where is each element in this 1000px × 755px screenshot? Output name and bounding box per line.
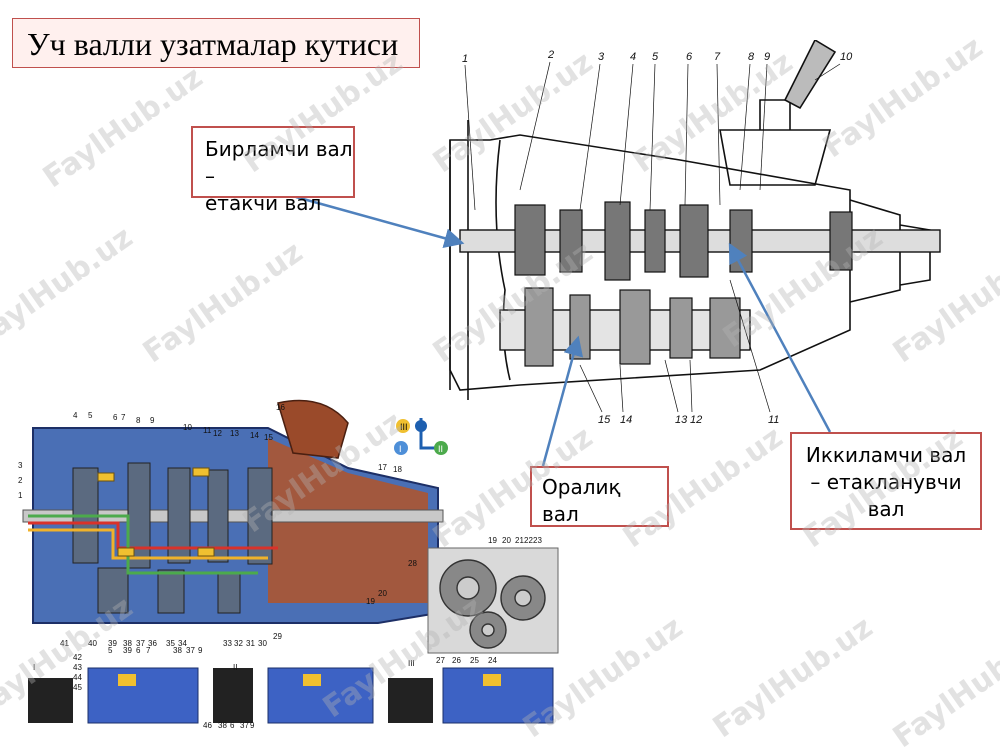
callout-secondary-shaft: Иккиламчи вал – етакланувчи вал: [790, 432, 982, 530]
svg-text:III: III: [408, 659, 415, 668]
svg-text:I: I: [399, 444, 402, 454]
svg-text:18: 18: [393, 465, 402, 474]
svg-text:6: 6: [230, 721, 235, 730]
svg-text:4: 4: [73, 411, 78, 420]
svg-text:6: 6: [136, 646, 141, 655]
svg-text:28: 28: [408, 559, 417, 568]
svg-text:38: 38: [173, 646, 182, 655]
svg-text:17: 17: [378, 463, 387, 472]
svg-text:26: 26: [452, 656, 461, 665]
svg-text:22: 22: [524, 536, 533, 545]
callout-primary-shaft: Бирламчи вал – етакчи вал: [191, 126, 355, 215]
svg-text:12: 12: [690, 414, 702, 426]
svg-text:2: 2: [18, 476, 23, 485]
svg-text:36: 36: [148, 639, 157, 648]
svg-text:II: II: [233, 663, 237, 672]
svg-text:11: 11: [203, 426, 212, 435]
callout-secondary-line-1: Иккиламчи вал: [805, 443, 967, 467]
svg-text:45: 45: [73, 683, 82, 692]
callout-primary-line-2: етакчи вал: [205, 191, 322, 215]
svg-text:4: 4: [630, 51, 636, 63]
svg-text:10: 10: [840, 51, 853, 63]
arrow-secondary-shaft: [728, 242, 832, 433]
svg-text:I: I: [33, 663, 35, 672]
svg-text:39: 39: [123, 646, 132, 655]
svg-text:7: 7: [714, 51, 721, 63]
svg-text:5: 5: [652, 51, 659, 63]
svg-text:25: 25: [470, 656, 479, 665]
svg-text:5: 5: [108, 646, 113, 655]
svg-text:1: 1: [462, 53, 468, 65]
svg-text:20: 20: [502, 536, 511, 545]
svg-text:3: 3: [18, 461, 23, 470]
svg-text:40: 40: [88, 639, 97, 648]
svg-text:13: 13: [675, 414, 688, 426]
svg-text:44: 44: [73, 673, 82, 682]
callout-intermediate-shaft: Оралиқ вал: [530, 466, 669, 527]
svg-text:37: 37: [136, 639, 145, 648]
svg-text:16: 16: [276, 403, 285, 412]
svg-text:46: 46: [203, 721, 212, 730]
svg-text:2: 2: [547, 49, 554, 61]
svg-text:32: 32: [234, 639, 243, 648]
svg-text:5: 5: [88, 411, 93, 420]
svg-text:42: 42: [73, 653, 82, 662]
svg-text:21: 21: [515, 536, 524, 545]
svg-text:43: 43: [73, 663, 82, 672]
svg-text:14: 14: [250, 431, 259, 440]
svg-text:37: 37: [186, 646, 195, 655]
slide-title: Уч валли узатмалар кутиси: [27, 26, 399, 62]
svg-text:III: III: [400, 422, 408, 432]
svg-text:9: 9: [764, 51, 770, 63]
slide-title-box: Уч валли узатмалар кутиси: [12, 18, 420, 68]
svg-text:14: 14: [620, 414, 632, 426]
svg-text:9: 9: [150, 416, 155, 425]
svg-text:7: 7: [146, 646, 151, 655]
svg-text:38: 38: [123, 639, 132, 648]
callout-intermediate-line-1: Оралиқ: [542, 475, 621, 499]
svg-text:15: 15: [598, 414, 611, 426]
callout-primary-line-1: Бирламчи вал –: [205, 137, 353, 188]
svg-text:30: 30: [258, 639, 267, 648]
callout-intermediate-line-2: вал: [542, 502, 579, 526]
svg-text:6: 6: [686, 51, 693, 63]
svg-text:41: 41: [60, 639, 69, 648]
svg-text:8: 8: [136, 416, 141, 425]
svg-text:7: 7: [121, 413, 126, 422]
svg-text:15: 15: [264, 433, 273, 442]
svg-text:13: 13: [230, 429, 239, 438]
svg-text:10: 10: [183, 423, 192, 432]
svg-text:35: 35: [166, 639, 175, 648]
svg-text:9: 9: [250, 721, 255, 730]
svg-text:19: 19: [488, 536, 497, 545]
svg-text:24: 24: [488, 656, 497, 665]
svg-text:27: 27: [436, 656, 445, 665]
callout-secondary-line-3: вал: [867, 497, 905, 521]
callout-secondary-line-2: – етакланувчи: [810, 470, 962, 494]
svg-text:31: 31: [246, 639, 255, 648]
svg-text:38: 38: [218, 721, 227, 730]
svg-text:37: 37: [240, 721, 249, 730]
svg-text:11: 11: [768, 414, 779, 426]
arrow-primary-shaft: [295, 195, 465, 248]
svg-text:19: 19: [366, 597, 375, 606]
svg-text:6: 6: [113, 413, 118, 422]
svg-text:39: 39: [108, 639, 117, 648]
svg-text:8: 8: [748, 51, 755, 63]
svg-text:34: 34: [178, 639, 187, 648]
svg-text:33: 33: [223, 639, 232, 648]
svg-text:9: 9: [198, 646, 203, 655]
svg-text:II: II: [438, 444, 443, 454]
svg-text:12: 12: [213, 429, 222, 438]
svg-text:23: 23: [533, 536, 542, 545]
svg-text:29: 29: [273, 632, 282, 641]
svg-text:20: 20: [378, 589, 387, 598]
svg-text:3: 3: [598, 51, 605, 63]
svg-text:1: 1: [18, 491, 23, 500]
arrow-intermediate-shaft: [541, 335, 584, 467]
